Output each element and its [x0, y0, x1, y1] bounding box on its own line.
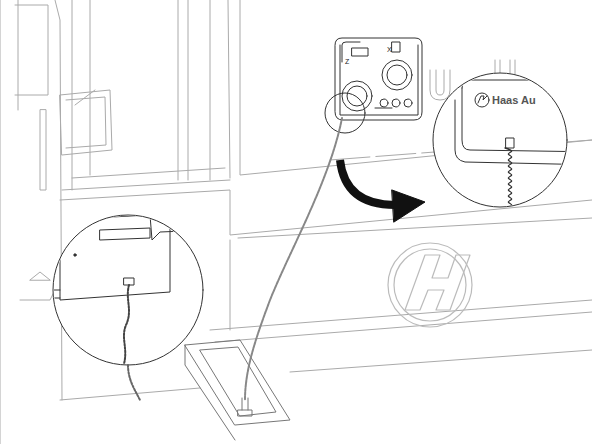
detail-view — [433, 73, 592, 220]
axis-label: Z — [345, 58, 349, 65]
detail-view — [50, 215, 210, 370]
cable — [128, 365, 140, 400]
brand-text: Haas Au — [492, 95, 536, 106]
pendant-cable — [245, 118, 342, 400]
detail-circle — [325, 93, 365, 133]
zoom-arrow — [340, 160, 425, 222]
jog-pendant — [335, 38, 422, 120]
axis-label: X — [387, 46, 392, 53]
haas-logo — [388, 243, 472, 327]
cable-holder — [185, 340, 290, 440]
coiled-cable — [505, 148, 512, 220]
